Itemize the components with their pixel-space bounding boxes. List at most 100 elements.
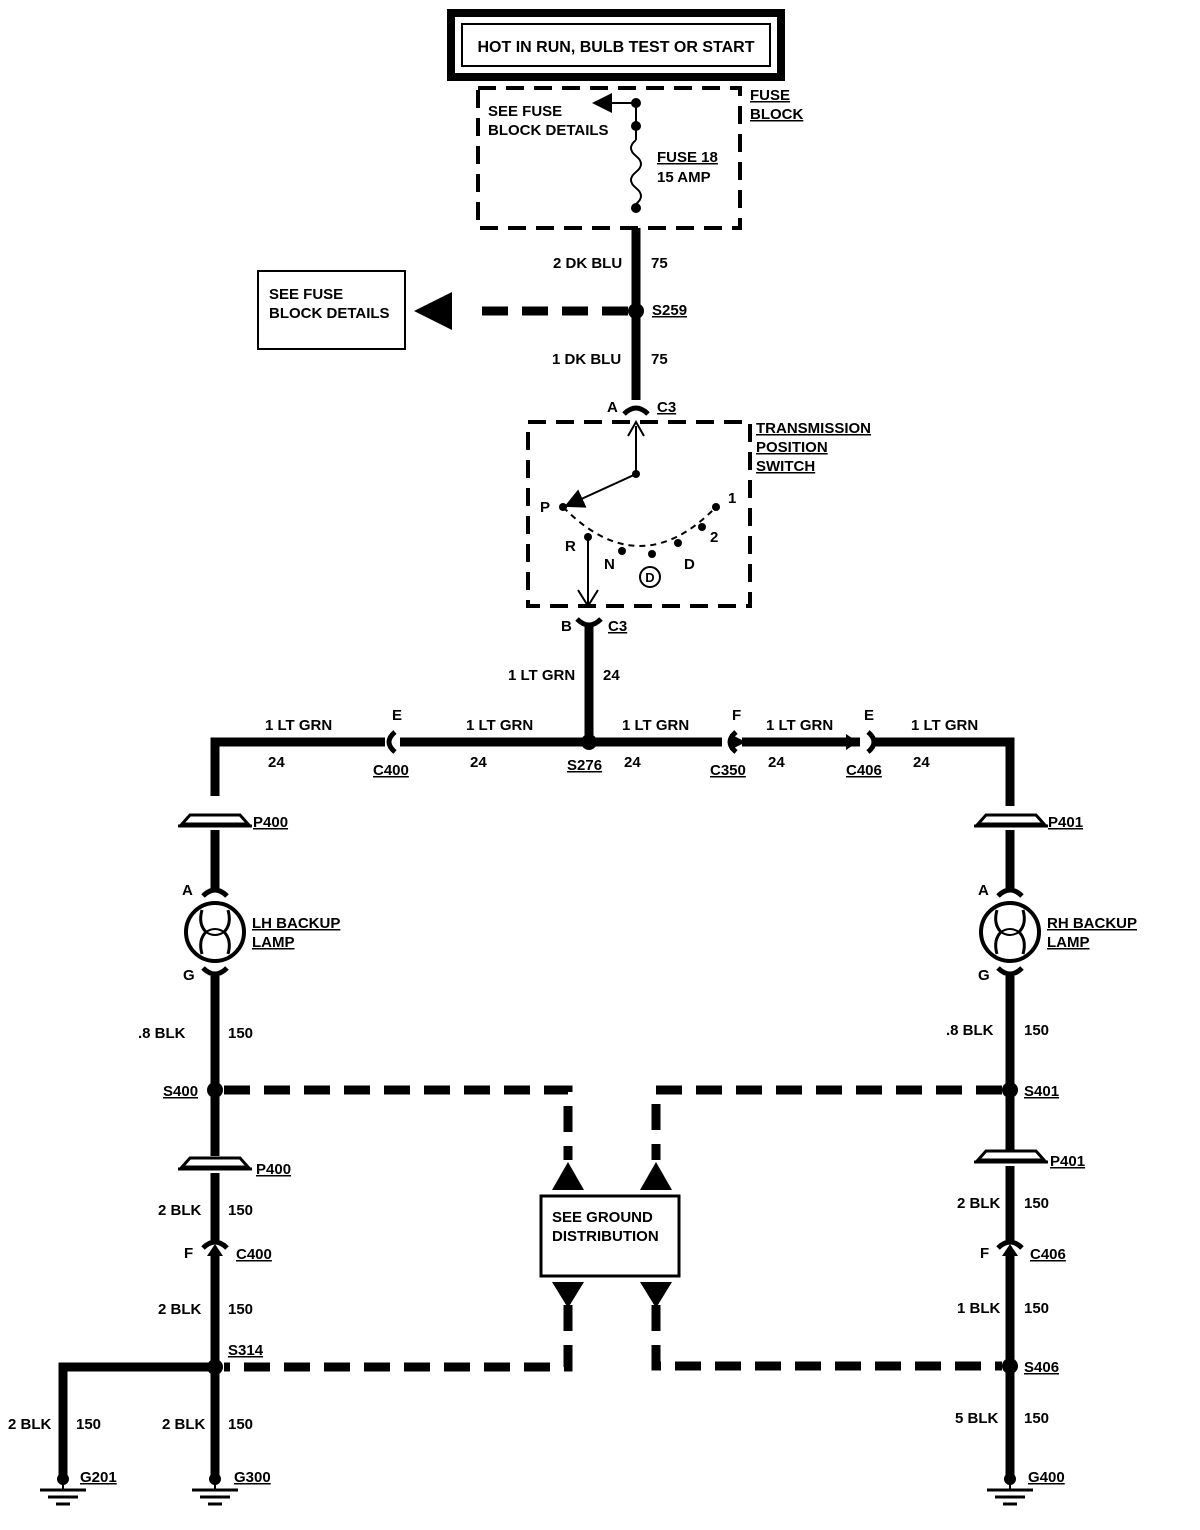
seg-right-inner-circuit: 24 (624, 754, 641, 771)
rh-wire4-circuit: 150 (1024, 1410, 1049, 1427)
rh-wire3-size: 1 BLK (957, 1300, 1001, 1317)
c400-label: C400 (373, 762, 409, 779)
seg-right-mid-circuit: 24 (768, 754, 785, 771)
see-fuse-details-box: SEE FUSE BLOCK DETAILS (257, 270, 406, 350)
switch-pos-1: 1 (728, 490, 736, 507)
switch-top-pin: A (607, 399, 618, 416)
connector-c3-top-icon (622, 405, 650, 416)
c406-label: C406 (846, 762, 882, 779)
see-ground-distribution-box: SEE GROUND DISTRIBUTION (539, 1194, 681, 1278)
g201-wire-circuit: 150 (76, 1416, 101, 1433)
ground-distribution-links (224, 1085, 1002, 1372)
g300-wire-circuit: 150 (228, 1416, 253, 1433)
wire-switch-size: 1 DK BLU (552, 351, 621, 368)
p400-top-label: P400 (253, 814, 288, 831)
wire-upper-size: 2 DK BLU (553, 255, 622, 272)
s314-label: S314 (228, 1342, 264, 1359)
ground-dist-line1: SEE GROUND (552, 1209, 653, 1226)
fuse-name: FUSE 18 (657, 149, 718, 166)
switch-name-3: SWITCH (756, 458, 815, 475)
lh-lamp-connector-bottom-icon (201, 966, 229, 977)
rh-backup-lamp-icon (979, 901, 1041, 963)
left-branch: P400 A LH BACKUP LAMP G .8 BLK 150 S400 … (8, 813, 340, 1506)
fuse-dot-1 (631, 98, 641, 108)
lh-wire2-circuit: 150 (228, 1202, 253, 1219)
fuse-symbol-icon (630, 139, 642, 208)
see-fuse-box-line1: SEE FUSE (269, 286, 343, 303)
rh-wire2-circuit: 150 (1024, 1195, 1049, 1212)
rh-wire3-circuit: 150 (1024, 1300, 1049, 1317)
switch-arm (564, 473, 637, 508)
passthrough-p400-top-icon (178, 813, 252, 828)
lh-c400-label: C400 (236, 1246, 272, 1263)
wire-switch-circuit: 75 (651, 351, 668, 368)
horizontal-backup-circuit: E C400 S276 F C350 E C406 1 LT GRN 24 1 … (210, 707, 1015, 806)
fuse-block-label-1: FUSE (750, 87, 790, 104)
seg-right-mid-size: 1 LT GRN (766, 717, 833, 734)
rh-c406-label: C406 (1030, 1246, 1066, 1263)
circled-d-icon (639, 566, 661, 588)
switch-top-connector: C3 (657, 399, 676, 416)
connector-c406-bottom-icon (996, 1239, 1024, 1250)
switch-pos-2: 2 (710, 529, 718, 546)
arrow-down-right-icon (640, 1282, 672, 1308)
seg-left-outer-size: 1 LT GRN (265, 717, 332, 734)
g300-label: G300 (234, 1469, 271, 1486)
switch-bottom-pin: B (561, 618, 572, 635)
lh-wire3-size: 2 BLK (158, 1301, 202, 1318)
lh-lamp-label-1: LH BACKUP (252, 915, 340, 932)
p401-top-label: P401 (1048, 814, 1083, 831)
s406-label: S406 (1024, 1359, 1059, 1376)
s276-label: S276 (567, 757, 602, 774)
right-branch: P401 A RH BACKUP LAMP G .8 BLK 150 S401 … (946, 813, 1137, 1506)
transmission-position-switch: A C3 TRANSMISSION POSITION SWITCH P R N … (526, 399, 871, 635)
power-source-box: HOT IN RUN, BULB TEST OR START (447, 9, 785, 81)
splice-s276 (581, 734, 597, 750)
rh-lamp-connector-bottom-icon (996, 966, 1024, 977)
g201-wire-size: 2 BLK (8, 1416, 52, 1433)
seg-left-inner-circuit: 24 (470, 754, 487, 771)
seg-left-outer-circuit: 24 (268, 754, 285, 771)
rh-wire1-circuit: 150 (1024, 1022, 1049, 1039)
seg-right-inner-size: 1 LT GRN (622, 717, 689, 734)
rh-c406-pin: F (980, 1245, 989, 1262)
c400-pin: E (392, 707, 402, 724)
switch-name-1: TRANSMISSION (756, 420, 871, 437)
switch-pos-p: P (540, 499, 550, 516)
see-fuse-box-line2: BLOCK DETAILS (269, 305, 390, 322)
p400-bottom-label: P400 (256, 1161, 291, 1178)
lh-lamp-label-2: LAMP (252, 934, 295, 951)
splice-s406 (1002, 1358, 1018, 1374)
power-source-title: HOT IN RUN, BULB TEST OR START (477, 39, 754, 56)
switch-pos-r: R (565, 538, 576, 555)
lh-lamp-connector-top-icon (201, 887, 229, 898)
fuse-rating: 15 AMP (657, 169, 711, 186)
lh-wire3-circuit: 150 (228, 1301, 253, 1318)
lh-lamp-pin-bottom: G (183, 967, 195, 984)
lh-lamp-pin-top: A (182, 882, 193, 899)
wire-switch-out-circuit: 24 (603, 667, 620, 684)
splice-s401 (1002, 1082, 1018, 1098)
arrow-down-left-icon (552, 1282, 584, 1308)
rh-lamp-label-1: RH BACKUP (1047, 915, 1137, 932)
splice-s259-label: S259 (652, 302, 687, 319)
switch-name-2: POSITION (756, 439, 828, 456)
splice-s400 (207, 1082, 223, 1098)
wire-switch-out-size: 1 LT GRN (508, 667, 575, 684)
ground-g400-icon (987, 1473, 1033, 1506)
passthrough-p401-top-icon (974, 813, 1048, 828)
arrow-left-icon (414, 292, 452, 330)
ground-g201-icon (40, 1473, 86, 1506)
s401-label: S401 (1024, 1083, 1059, 1100)
connector-c400-bottom-icon (201, 1239, 229, 1250)
g201-label: G201 (80, 1469, 117, 1486)
connector-c3-bottom-icon (575, 617, 603, 628)
switch-pos-d: D (684, 556, 695, 573)
rh-lamp-pin-bottom: G (978, 967, 990, 984)
seg-left-inner-size: 1 LT GRN (466, 717, 533, 734)
seg-right-outer-size: 1 LT GRN (911, 717, 978, 734)
s400-label: S400 (163, 1083, 198, 1100)
fuse-see-details-2: BLOCK DETAILS (488, 122, 609, 139)
lh-backup-lamp-icon (184, 901, 246, 963)
